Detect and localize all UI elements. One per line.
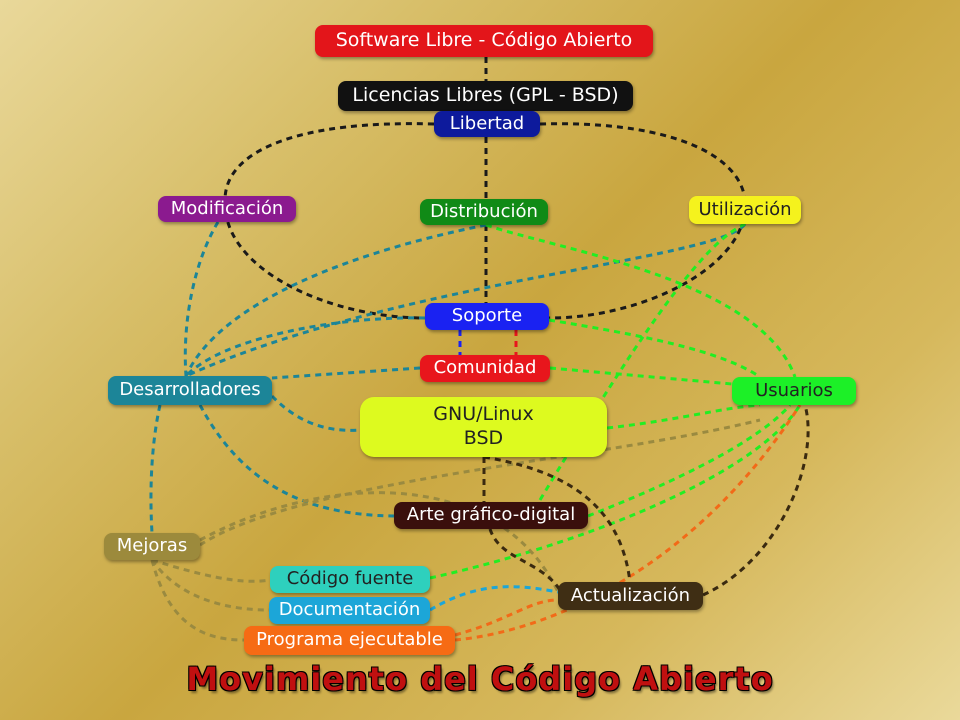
edge-comunidad-desarrolladores	[271, 366, 421, 380]
edge-programa-actualizacion	[454, 598, 559, 637]
edge-modificacion-desarrolladores	[183, 221, 220, 377]
node-desarrolladores[interactable]: Desarrolladores	[108, 376, 272, 405]
edge-mejoras-programa	[150, 559, 245, 642]
node-mejoras[interactable]: Mejoras	[104, 533, 200, 560]
edge-comunidad-usuarios	[549, 366, 733, 386]
edge-desarrolladores-gnu	[270, 394, 361, 432]
node-licencias-libres[interactable]: Licencias Libres (GPL - BSD)	[338, 81, 633, 111]
node-usuarios[interactable]: Usuarios	[732, 377, 856, 405]
node-programa-ejecutable[interactable]: Programa ejecutable	[244, 626, 455, 655]
node-software-libre[interactable]: Software Libre - Código Abierto	[315, 25, 653, 57]
page-title: Movimiento del Código Abierto	[186, 660, 774, 698]
node-gnu-line2: BSD	[463, 427, 504, 449]
node-codigo-fuente[interactable]: Código fuente	[270, 566, 430, 593]
edge-gnu-actualizacion	[483, 455, 632, 583]
edge-actualizacion-usuarios	[702, 404, 810, 597]
edge-soporte-desarrolladores	[184, 316, 426, 378]
edge-mejoras-upper	[199, 418, 761, 547]
node-utilizacion[interactable]: Utilización	[689, 196, 801, 224]
edge-mejoras-actualizacion	[199, 491, 560, 593]
edge-gnu-usuarios	[606, 403, 761, 430]
edge-utilizacion-green	[538, 222, 746, 501]
node-soporte[interactable]: Soporte	[425, 303, 549, 330]
edge-arte-actualizacion	[488, 528, 562, 591]
edge-arte-usuarios	[587, 404, 792, 518]
node-gnu-linux-bsd[interactable]: GNU/Linux BSD	[360, 397, 607, 457]
edge-desarrolladores-arte	[198, 404, 395, 518]
node-arte-grafico[interactable]: Arte gráfico-digital	[394, 502, 588, 529]
node-libertad[interactable]: Libertad	[434, 111, 540, 137]
edge-distribucion-desarrolladores	[184, 223, 487, 377]
node-documentacion[interactable]: Documentación	[269, 597, 430, 624]
edge-soporte-usuarios	[548, 318, 761, 379]
edge-distribucion-usuarios	[485, 223, 797, 378]
node-modificacion[interactable]: Modificación	[158, 196, 296, 222]
edge-desarrolladores-mejoras	[149, 404, 162, 534]
edge-codigo-usuarios	[429, 404, 802, 580]
edge-mejoras-documentacion	[150, 559, 270, 612]
edge-mejoras-codigo	[151, 558, 271, 583]
node-comunidad[interactable]: Comunidad	[420, 355, 550, 382]
edge-documentacion-actualizacion	[429, 585, 559, 612]
node-gnu-line1: GNU/Linux	[433, 403, 534, 426]
node-distribucion[interactable]: Distribución	[420, 199, 548, 225]
edge-utilizacion-desarrolladores	[185, 223, 747, 378]
node-actualizacion[interactable]: Actualización	[558, 582, 703, 610]
